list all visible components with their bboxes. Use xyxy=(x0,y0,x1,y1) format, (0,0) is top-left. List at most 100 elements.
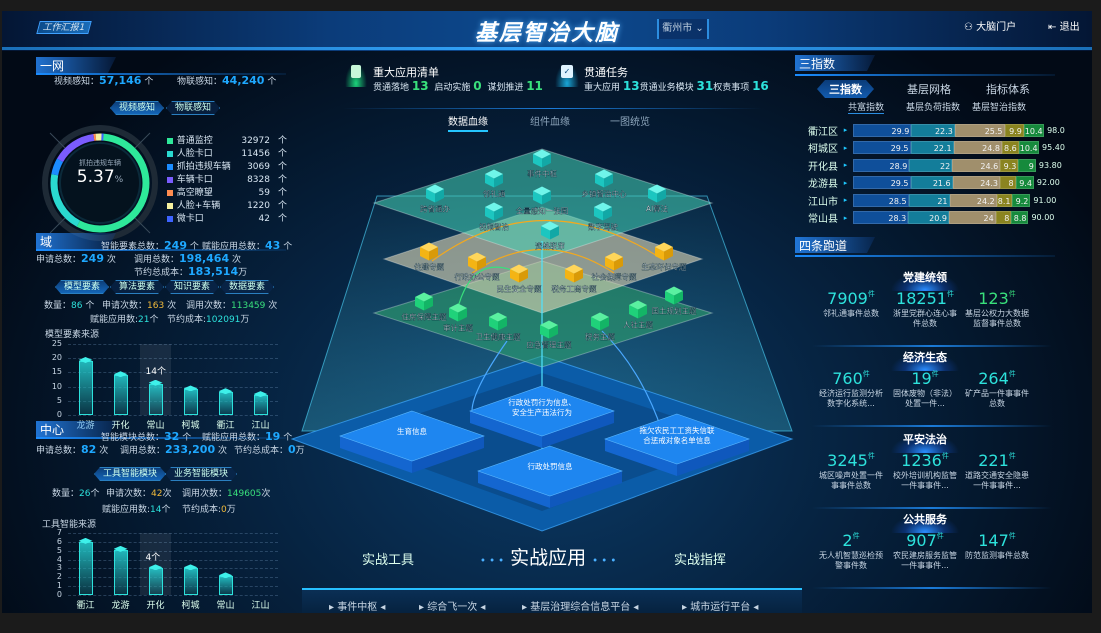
data-slab[interactable]: 行政处罚信息 xyxy=(477,445,623,508)
runway-title-2: 平安法治 xyxy=(885,431,965,453)
bar-segment: 28.3 xyxy=(853,211,909,225)
tab-business-modules[interactable]: 业务智能模块 xyxy=(165,467,237,481)
bar-segment: 8 xyxy=(995,211,1012,225)
subtab-load-index[interactable]: 基层负荷指数 xyxy=(906,103,961,113)
subtab-governance-index[interactable]: 基层智治指数 xyxy=(972,103,1027,113)
domain-stat-calls: 调用总数：198,464 次 xyxy=(134,252,242,265)
section-underline xyxy=(36,437,286,439)
data-slab[interactable]: 行政处罚行为信息、安全生产违法行为 xyxy=(469,385,615,448)
nav-governance-platform[interactable]: ▸ 基层治理综合信息平台 ◂ xyxy=(522,602,639,613)
x-tick-label: 常山 xyxy=(146,421,165,431)
module-cube[interactable]: 卫生健康主题 xyxy=(475,312,521,342)
slab-label: 行政处罚行为信息、安全生产违法行为 xyxy=(508,397,576,417)
module-cube[interactable]: 民生安全专题 xyxy=(496,264,542,294)
cube-label: 行政办公专题 xyxy=(455,272,500,282)
tab-overview-map[interactable]: 一图统览 xyxy=(610,117,650,128)
portal-link[interactable]: ⚇ 大脑门户 xyxy=(964,18,1016,33)
cube-label: 社会保障专题 xyxy=(592,272,637,282)
module-cube[interactable]: 社会保障专题 xyxy=(591,252,637,282)
tab-grid[interactable]: 基层网格 xyxy=(907,83,951,96)
module-cube[interactable]: 视频智治 xyxy=(479,202,510,232)
tab-iot-sense[interactable]: 物联感知 xyxy=(166,101,220,115)
play-icon: ▸ xyxy=(843,126,848,134)
region-label: 常山县 xyxy=(808,214,838,226)
module-cube[interactable]: 生态环保专题 xyxy=(641,242,687,272)
nav-city-platform[interactable]: ▸ 城市运行平台 ◂ xyxy=(682,602,759,613)
module-cube[interactable]: 资格联审 xyxy=(535,221,565,251)
runway-value: 18251件 xyxy=(891,289,959,308)
module-cube[interactable]: 审计主题 xyxy=(443,303,474,333)
module-cube[interactable]: 住建专题 xyxy=(414,242,445,272)
tick-line xyxy=(49,132,66,149)
tab-knowledge-elements[interactable]: 知识要素 xyxy=(165,280,219,294)
module-cube[interactable]: 事件中枢 xyxy=(527,149,558,179)
tab-three-index[interactable]: 三指数 xyxy=(817,80,874,98)
value-unit: 件 xyxy=(936,532,944,540)
value-unit: 件 xyxy=(1008,370,1016,378)
data-slab[interactable]: 生育信息 xyxy=(339,410,485,473)
tab-index-system[interactable]: 指标体系 xyxy=(986,83,1030,96)
tab-model-elements[interactable]: 模型要素 xyxy=(55,280,109,294)
runway-value: 147件 xyxy=(963,531,1031,550)
module-cube[interactable]: 住房保障主题 xyxy=(401,292,447,322)
tab-component-lineage[interactable]: 组件血缘 xyxy=(530,117,570,128)
module-cube[interactable]: 数字驾驶 xyxy=(588,202,619,232)
module-cube[interactable]: 人社主题 xyxy=(623,300,654,330)
bar xyxy=(78,541,93,595)
legend-swatch xyxy=(167,151,173,157)
tab-data-elements[interactable]: 数据要素 xyxy=(220,280,274,294)
chart-title-model-source: 模型要素来源 xyxy=(45,330,100,340)
module-cube[interactable]: 税务工商专题 xyxy=(551,264,597,294)
region-label: 江山市 xyxy=(808,196,838,208)
runway-desc: 矿产品一件事事件总数 xyxy=(965,389,1029,408)
x-tick-label: 柯城 xyxy=(181,421,200,431)
module-cube[interactable]: 应急管理主题 xyxy=(526,320,572,350)
subtab-common-prosperity[interactable]: 共富指数 xyxy=(848,100,885,114)
bar-segment: 9.9 xyxy=(1004,123,1024,137)
tab-data-lineage[interactable]: 数据血缘 xyxy=(448,113,488,132)
bar xyxy=(148,383,163,415)
logout-button[interactable]: ⇤ 退出 xyxy=(1048,18,1080,33)
tab-video-sense[interactable]: 视频感知 xyxy=(110,101,164,115)
dots-decoration: • • • xyxy=(592,556,617,567)
module-cube[interactable]: 行政办公专题 xyxy=(454,252,500,282)
runway-title-3: 公共服务 xyxy=(885,511,965,533)
tab-algorithm-elements[interactable]: 算法要素 xyxy=(110,280,164,294)
data-slab[interactable]: 拖欠农民工工资失信联合惩戒对象名单信息 xyxy=(604,413,750,476)
nav-event-hub[interactable]: ▸ 事件中枢 ◂ xyxy=(329,602,386,613)
mode-command[interactable]: 实战指挥 xyxy=(674,553,727,568)
module-cube[interactable]: 跨省通办 xyxy=(420,184,451,214)
runway-desc: 无人机智慧巡检预警事件数 xyxy=(819,551,883,570)
video-sense-stat: 视频感知：57,146 个 xyxy=(54,74,154,87)
module-cube[interactable]: 乡镇智治中心 xyxy=(581,169,627,199)
cube-label: 住建专题 xyxy=(414,262,444,272)
runway-value: 221件 xyxy=(963,451,1031,470)
slab-label: 拖欠农民工工资失信联合惩戒对象名单信息 xyxy=(640,425,715,445)
cube-label: 视频智治 xyxy=(479,222,509,232)
value-unit: 件 xyxy=(1008,452,1016,460)
region-label: 衢江区 xyxy=(808,126,838,138)
module-cube[interactable]: AI算法 xyxy=(646,184,669,214)
donut-segment xyxy=(50,133,150,233)
donut-value: 5.37% xyxy=(76,167,124,187)
nav-one-run[interactable]: ▸ 综合飞一次 ◂ xyxy=(419,602,486,613)
page-title: 基层智治大脑 xyxy=(474,21,619,46)
runway-value: 7909件 xyxy=(817,289,885,308)
mode-applications[interactable]: • • • 实战应用 • • • xyxy=(480,547,617,569)
center-saved-cost: 节约成本:0万 xyxy=(182,505,236,515)
mode-tools[interactable]: 实战工具 xyxy=(362,553,415,568)
module-cube[interactable]: 税务主题 xyxy=(585,312,616,342)
module-cube[interactable]: 国土规划主题 xyxy=(651,286,697,316)
domain-saved-cost: 节约成本:102091万 xyxy=(167,315,250,325)
module-cube[interactable]: 全量感知一张图 xyxy=(516,186,569,216)
cube-label: 应急管理主题 xyxy=(527,340,572,350)
header-divider xyxy=(2,47,1092,50)
section-title-runways: 四条跑道 xyxy=(795,237,875,253)
bar-segment: 21.6 xyxy=(910,176,953,190)
module-cube[interactable]: 邻礼通 xyxy=(483,169,506,199)
city-select[interactable]: 衢州市 ⌄ xyxy=(657,19,709,39)
runway-desc: 固体废物（非法）处置一件... xyxy=(893,389,957,408)
